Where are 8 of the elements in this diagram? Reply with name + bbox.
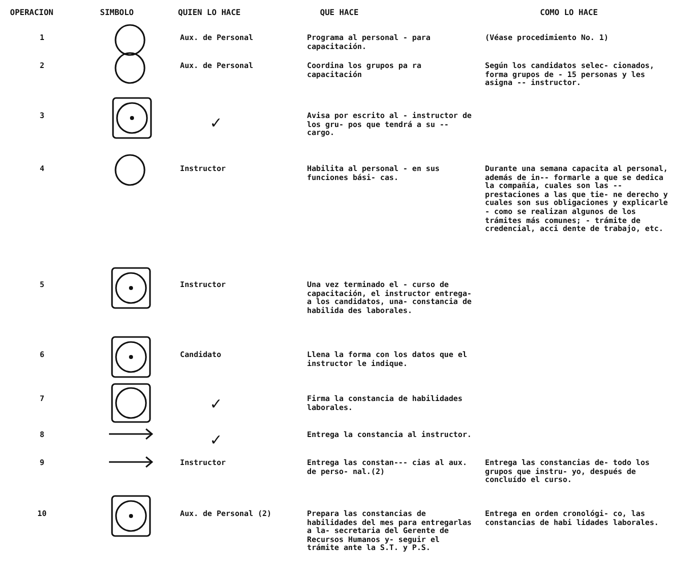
column-header: COMO LO HACE [540, 9, 599, 18]
column-header: QUIEN LO HACE [178, 9, 242, 18]
check-mark: ✓ [208, 433, 224, 448]
check-mark: ✓ [208, 397, 224, 412]
column-header: QUE HACE [320, 9, 360, 18]
check-mark: ✓ [208, 116, 224, 131]
column-header: OPERACION [10, 9, 54, 18]
column-header: SIMBOLO [100, 9, 135, 18]
